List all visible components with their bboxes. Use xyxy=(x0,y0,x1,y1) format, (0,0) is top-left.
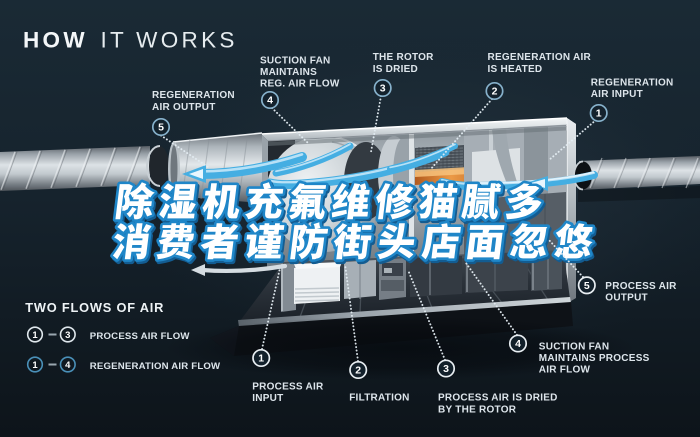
svg-text:INPUT: INPUT xyxy=(252,393,283,404)
svg-text:HOW IT WORKS: HOW IT WORKS xyxy=(23,28,238,53)
svg-text:5: 5 xyxy=(584,280,590,292)
svg-text:5: 5 xyxy=(158,122,164,134)
svg-text:OUTPUT: OUTPUT xyxy=(605,293,648,304)
svg-text:3: 3 xyxy=(380,83,386,95)
svg-text:AIR FLOW: AIR FLOW xyxy=(539,365,591,376)
svg-text:REGENERATION: REGENERATION xyxy=(152,90,235,101)
svg-text:SUCTION FAN: SUCTION FAN xyxy=(539,342,610,353)
svg-text:SUCTION FAN: SUCTION FAN xyxy=(260,55,331,66)
svg-text:REGENERATION AIR: REGENERATION AIR xyxy=(488,52,592,63)
svg-text:2: 2 xyxy=(355,365,361,377)
svg-text:MAINTAINS PROCESS: MAINTAINS PROCESS xyxy=(539,353,650,364)
svg-text:TWO FLOWS OF AIR: TWO FLOWS OF AIR xyxy=(25,300,164,315)
svg-text:PROCESS AIR IS DRIED: PROCESS AIR IS DRIED xyxy=(438,393,558,404)
svg-text:IS DRIED: IS DRIED xyxy=(373,64,418,75)
svg-text:BY THE ROTOR: BY THE ROTOR xyxy=(438,404,517,415)
svg-text:4: 4 xyxy=(515,338,521,350)
svg-text:PROCESS AIR: PROCESS AIR xyxy=(605,281,677,292)
svg-text:REGENERATION: REGENERATION xyxy=(591,77,674,88)
svg-text:PROCESS AIR FLOW: PROCESS AIR FLOW xyxy=(90,331,191,342)
svg-text:REGENERATION AIR FLOW: REGENERATION AIR FLOW xyxy=(90,361,221,372)
svg-text:AIR INPUT: AIR INPUT xyxy=(591,89,643,100)
svg-text:2: 2 xyxy=(492,86,498,98)
svg-text:3: 3 xyxy=(443,363,449,375)
svg-text:1: 1 xyxy=(596,108,602,120)
svg-text:4: 4 xyxy=(267,95,273,107)
svg-text:4: 4 xyxy=(65,360,71,371)
svg-text:3: 3 xyxy=(65,330,70,341)
svg-text:AIR OUTPUT: AIR OUTPUT xyxy=(152,102,216,113)
svg-text:1: 1 xyxy=(258,353,264,365)
svg-text:1: 1 xyxy=(32,360,38,371)
svg-text:FILTRATION: FILTRATION xyxy=(349,393,409,404)
svg-text:1: 1 xyxy=(32,330,38,341)
svg-text:THE ROTOR: THE ROTOR xyxy=(373,52,434,63)
svg-text:PROCESS AIR: PROCESS AIR xyxy=(252,381,324,392)
svg-text:REG. AIR FLOW: REG. AIR FLOW xyxy=(260,79,340,90)
svg-text:MAINTAINS: MAINTAINS xyxy=(260,67,317,78)
svg-text:IS HEATED: IS HEATED xyxy=(488,64,543,75)
